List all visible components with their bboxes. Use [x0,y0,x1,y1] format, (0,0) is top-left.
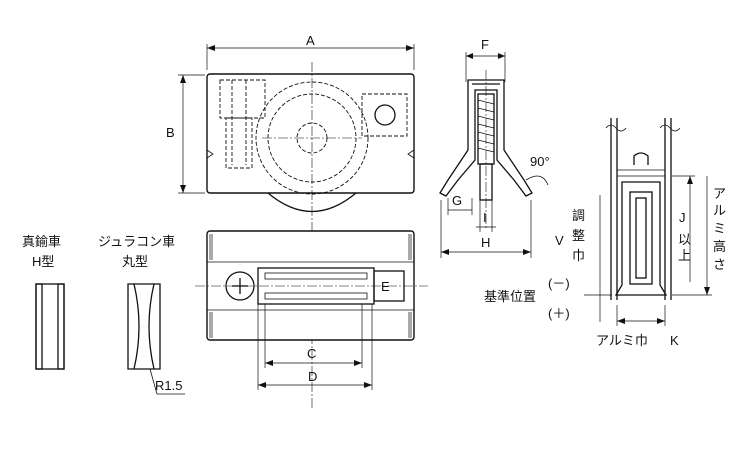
j-or-more-char-1: 以 [678,233,691,248]
plus-label: (＋) [548,306,570,321]
al-height-char-4: 高 [713,239,726,255]
brass-wheel-label: 真鍮車 [22,234,61,250]
dim-d-label: D [308,369,317,384]
minus-label: (－) [548,276,570,291]
dim-k-label: K [670,333,679,348]
dim-b-label: B [166,125,175,140]
wheel-type-h: 真鍮車 H型 [22,234,65,370]
al-height-char-1: ア [713,187,726,202]
dim-f-label: F [481,37,489,52]
al-height-char-5: さ [713,258,726,273]
radius-label: R1.5 [155,378,182,393]
dim-c-label: C [307,346,316,361]
h-type-label: H型 [32,254,54,269]
reference-position-label: 基準位置 [484,289,536,305]
dim-g-label: G [452,193,462,208]
dim-j-label: J [679,210,686,225]
adjust-char-1: 調 [572,209,585,224]
al-height-char-2: ル [713,204,726,219]
side-view: F G I H 90° [439,37,550,258]
dim-h-label: H [481,235,490,250]
round-type-label: 丸型 [122,255,148,270]
dim-e-label: E [381,279,390,294]
bottom-view: E C D [195,230,428,390]
wheel-type-round: ジュラコン車 丸型 R1.5 [98,235,185,395]
dim-i-label: I [483,210,487,225]
installed-view: J 以 上 ア ル ミ 高 さ V 調 整 巾 (－) 基準位置 (＋) アルミ… [484,118,726,349]
dim-a-label: A [306,33,315,48]
j-or-more-char-2: 上 [678,249,691,264]
angle-label: 90° [530,154,550,169]
adjust-char-2: 整 [572,229,585,244]
aluminum-width-label: アルミ巾 [596,334,648,349]
duracon-wheel-label: ジュラコン車 [98,235,175,250]
al-height-char-3: ミ [713,222,726,237]
dim-v-label: V [555,233,564,248]
adjust-char-3: 巾 [572,249,585,264]
front-view: A B [166,33,415,410]
